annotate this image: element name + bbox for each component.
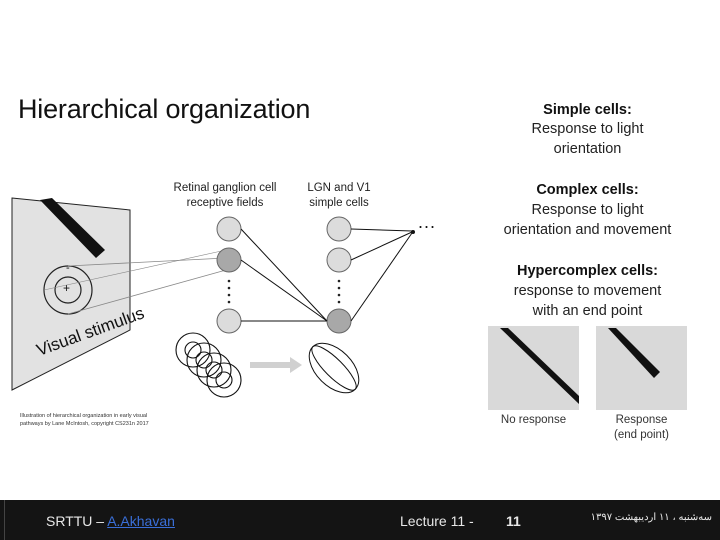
- response-panel: [596, 326, 687, 410]
- simple-cells-body-1: Response to light: [480, 120, 695, 139]
- footer-left: SRTTU – A.Akhavan: [46, 513, 175, 529]
- footer-page-number: 11: [506, 513, 521, 529]
- retinal-cell-3: [217, 309, 241, 333]
- credit-line-2: pathways by Lane McIntosh, copyright CS2…: [20, 421, 149, 428]
- no-response-label: No response: [488, 413, 579, 427]
- hypercomplex-cells-body-2: with an end point: [480, 302, 695, 321]
- complex-cells-body-1: Response to light: [480, 201, 695, 220]
- response-panels: [488, 326, 688, 412]
- retinal-caption-line-2: receptive fields: [150, 196, 300, 211]
- slide-title: Hierarchical organization: [18, 94, 310, 125]
- author-link[interactable]: A.Akhavan: [107, 513, 175, 529]
- no-response-panel: [488, 326, 579, 410]
- complex-cells-heading: Complex cells:: [500, 182, 675, 198]
- ellipsis: ...: [418, 212, 436, 233]
- retinal-cell-2: [217, 248, 241, 272]
- footer-lecture: Lecture 11 -: [400, 513, 474, 529]
- lgn-caption-line-2: simple cells: [289, 196, 389, 211]
- simple-cells-body-2: orientation: [480, 140, 695, 159]
- lgn-cell-1: [327, 217, 351, 241]
- end-point-label: (end point): [596, 428, 687, 442]
- retinal-cell-1: [217, 217, 241, 241]
- response-label: Response: [596, 413, 687, 427]
- hypercomplex-cells-body-1: response to movement: [480, 282, 695, 301]
- lgn-caption-line-1: LGN and V1: [289, 181, 389, 196]
- retinal-caption-line-1: Retinal ganglion cell: [150, 181, 300, 196]
- center-plus-sign: +: [63, 281, 70, 295]
- lgn-cell-2: [327, 248, 351, 272]
- footer-date: سه‌شنبه ، ۱۱ اردیبهشت ۱۳۹۷: [566, 512, 712, 523]
- footer-prefix: SRTTU –: [46, 513, 107, 529]
- lgn-cell-3: [327, 309, 351, 333]
- hypercomplex-cells-heading: Hypercomplex cells:: [490, 263, 685, 279]
- credit-line-1: Illustration of hierarchical organizatio…: [20, 413, 147, 420]
- simple-cells-heading: Simple cells:: [500, 102, 675, 118]
- surround-minus-sign: -: [66, 262, 70, 274]
- complex-cells-body-2: orientation and movement: [480, 221, 695, 240]
